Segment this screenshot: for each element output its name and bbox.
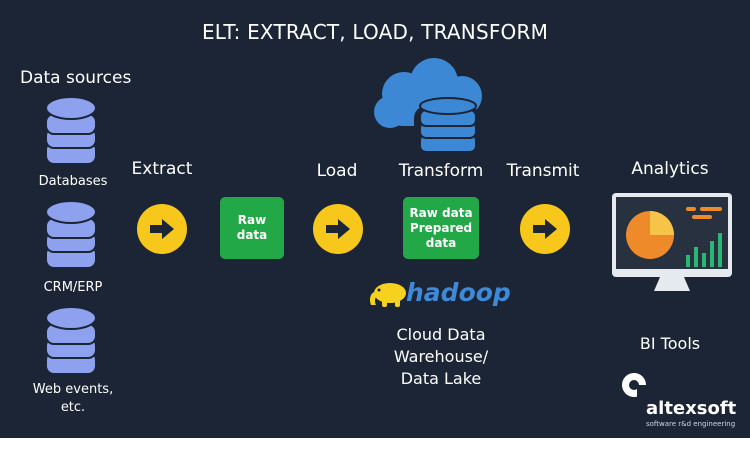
bottom-strip bbox=[0, 438, 750, 450]
source-label-etc: etc. bbox=[60, 400, 86, 415]
altexsoft-tagline: software r&d engineering bbox=[646, 420, 736, 428]
warehouse-label-line-1: Cloud Data bbox=[396, 325, 486, 344]
database-icon bbox=[45, 96, 97, 165]
hadoop-elephant-icon bbox=[370, 283, 406, 307]
pie-chart-icon bbox=[626, 211, 674, 259]
raw-data-box: Raw data bbox=[220, 197, 284, 259]
step-label-transmit: Transmit bbox=[506, 161, 580, 181]
web-events-database-icon bbox=[45, 306, 97, 375]
transformed-box-line-2: Prepared bbox=[409, 220, 473, 235]
data-sources-heading: Data sources bbox=[20, 68, 132, 88]
step-label-load: Load bbox=[316, 161, 358, 181]
extract-arrow-icon bbox=[137, 204, 187, 254]
warehouse-label-line-3: Data Lake bbox=[400, 369, 482, 388]
altexsoft-brand-name: altexsoft bbox=[646, 398, 737, 419]
source-label-web-events: Web events, bbox=[32, 382, 114, 397]
step-label-transform: Transform bbox=[398, 161, 484, 181]
bi-tools-label: BI Tools bbox=[639, 334, 701, 353]
source-label-databases: Databases bbox=[38, 174, 108, 189]
diagram-canvas: ELT: EXTRACT, LOAD, TRANSFORM Data sourc… bbox=[0, 0, 750, 438]
step-label-extract: Extract bbox=[131, 159, 193, 179]
transformed-box-line-1: Raw data bbox=[409, 205, 473, 220]
step-label-analytics: Analytics bbox=[631, 159, 709, 179]
transmit-arrow-icon bbox=[520, 204, 570, 254]
transformed-box-line-3: data bbox=[425, 235, 457, 250]
transformed-data-box: Raw data Prepared data bbox=[403, 197, 479, 259]
raw-data-box-line-2: data bbox=[236, 228, 268, 242]
raw-data-box-line-1: Raw bbox=[237, 213, 267, 227]
crm-erp-database-icon bbox=[45, 200, 97, 269]
load-arrow-icon bbox=[313, 204, 363, 254]
altexsoft-logo-icon bbox=[622, 373, 646, 399]
cloud-database-icon bbox=[374, 58, 482, 153]
diagram-title: ELT: EXTRACT, LOAD, TRANSFORM bbox=[201, 20, 549, 44]
warehouse-label-line-2: Warehouse/ bbox=[393, 347, 489, 366]
analytics-monitor-icon bbox=[612, 193, 732, 291]
source-label-crm-erp: CRM/ERP bbox=[43, 280, 103, 295]
hadoop-logo-text: hadoop bbox=[406, 278, 511, 307]
